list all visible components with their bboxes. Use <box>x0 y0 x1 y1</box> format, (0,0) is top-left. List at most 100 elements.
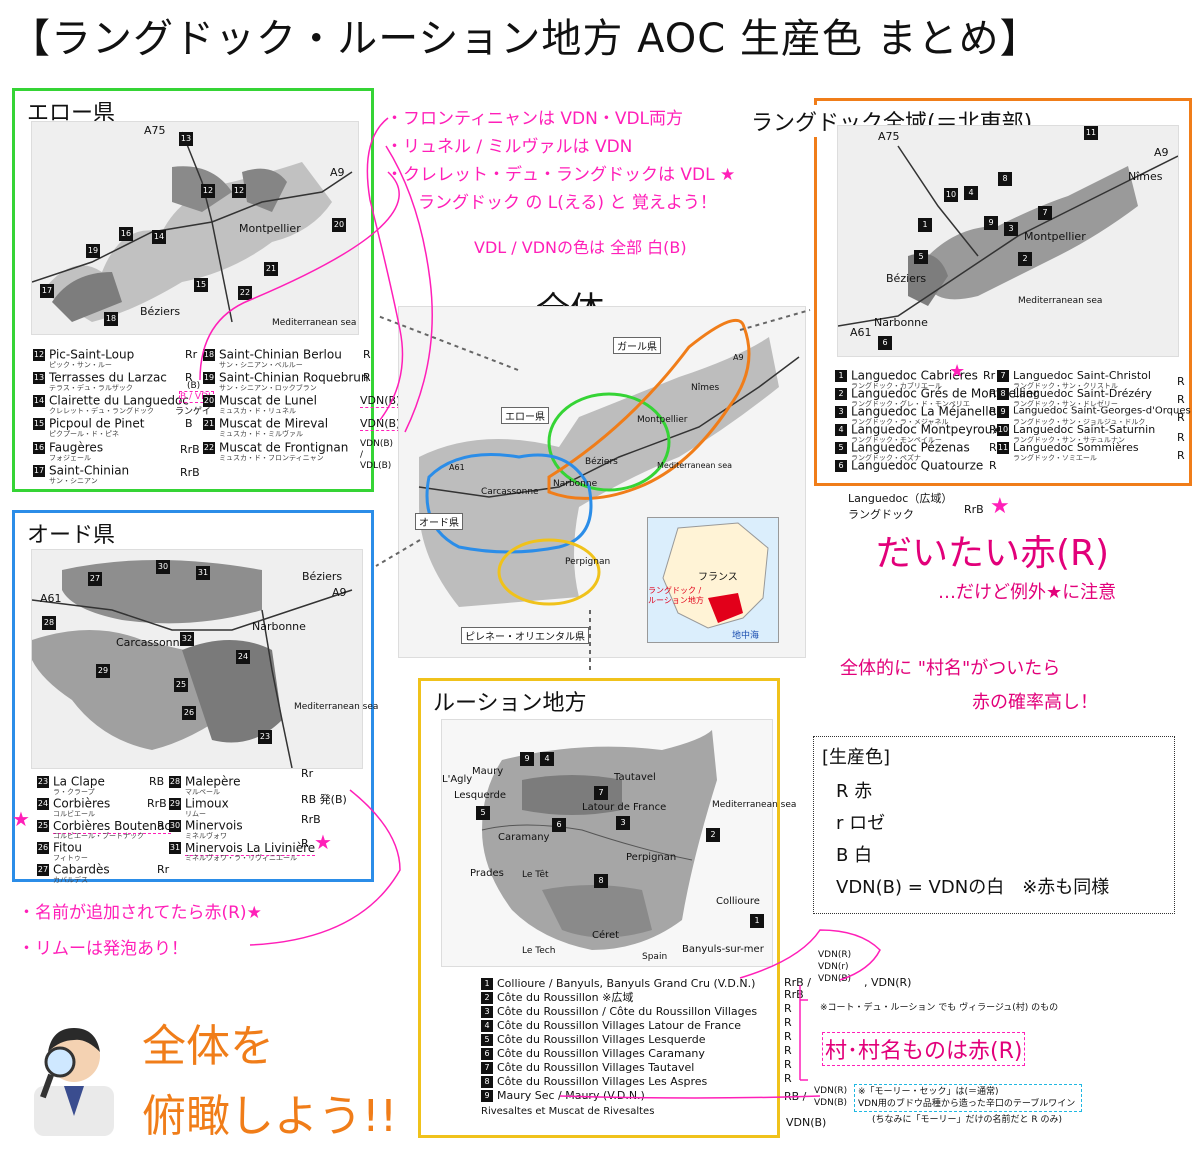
color-code: RB / <box>784 1090 807 1103</box>
note-village-1: 全体的に "村名"がついたら <box>840 658 1061 679</box>
maury-note-line: VDN用のブドウ品種から造った辛口のテーブルワイン <box>858 1099 1076 1109</box>
note-lunel: ・リュネル / ミルヴァルは VDN <box>386 137 633 157</box>
map-number: 31 <box>196 566 210 580</box>
dept-label: ピレネー・オリエンタル県 <box>461 627 589 644</box>
map-number: 28 <box>42 616 56 630</box>
color-code: R <box>989 459 997 472</box>
roussillon-panel: ルーション地方 L'Agly Maury Tautavel Lesquerde … <box>418 678 796 1138</box>
vdn-option: VDN(B) <box>818 974 852 984</box>
legend-white: B 白 <box>836 845 873 866</box>
map-number: 19 <box>86 244 100 258</box>
color-code: R <box>784 1044 792 1057</box>
road-label: A9 <box>733 353 744 362</box>
place-label: Caramany <box>498 832 550 843</box>
color-code: RrB <box>147 797 167 810</box>
place-label: Spain <box>642 952 668 962</box>
color-code: R <box>989 423 997 436</box>
aude-map: A61 A9 Béziers Narbonne Carcassonne Medi… <box>31 549 378 769</box>
legend-title: [生産色] <box>822 747 891 768</box>
dept-label: ガール県 <box>613 337 661 354</box>
map-number: 5 <box>476 806 490 820</box>
aude-title: オード県 <box>23 517 120 549</box>
place-label: Lesquerde <box>454 790 507 801</box>
center-map: ガール県 エロー県 オード県 ピレネー・オリエンタル県 Nîmes Montpe… <box>398 306 806 658</box>
map-number: 12 <box>201 184 215 198</box>
map-number: 2 <box>706 828 720 842</box>
color-code: VDN(B) / VDL(B) <box>360 439 394 471</box>
place-label: Le Tech <box>522 946 556 956</box>
color-code: Rr <box>301 767 314 780</box>
languedoc-general-kana: ラングドック <box>848 508 914 521</box>
color-code: R <box>1177 449 1185 462</box>
note-clairette: ・クレレット・デュ・ラングドックは VDL ★ <box>386 165 736 185</box>
color-code: R <box>784 1072 792 1085</box>
place-label: L'Agly <box>442 774 473 785</box>
note-vdl-color: VDL / VDNの色は 全部 白(B) <box>474 238 687 257</box>
maury-note: ※「モーリー・セック」は(＝通常) VDN用のブドウ品種から造った辛口のテーブル… <box>854 1084 1082 1112</box>
detective-illustration-icon <box>24 1016 124 1136</box>
map-number: 7 <box>1038 206 1052 220</box>
note-mostly-red: だいたい赤(R) <box>876 533 1110 574</box>
city-label: Béziers <box>140 305 181 318</box>
place-label: Latour de France <box>582 802 667 813</box>
road-label: A9 <box>330 166 345 179</box>
sea-label: Mediterranean sea <box>657 461 733 470</box>
place-label: Banyuls-sur-mer <box>682 944 764 955</box>
vdn-option: VDN(R) <box>818 950 852 960</box>
star-icon: ★ <box>990 494 1010 519</box>
color-code: R <box>784 1002 792 1015</box>
vdn-option: VDN(B) <box>814 1098 848 1108</box>
vdn-option: VDN(r) <box>818 962 849 972</box>
road-label: A75 <box>878 130 900 143</box>
map-number: 26 <box>182 706 196 720</box>
color-code: Rr <box>185 348 198 361</box>
roussillon-footer: Rivesaltes et Muscat de Rivesaltes <box>481 1106 655 1117</box>
map-number: 1 <box>918 218 932 232</box>
map-number: 6 <box>552 818 566 832</box>
city-label: Béziers <box>302 570 343 583</box>
map-number: 32 <box>180 632 194 646</box>
color-code: R <box>989 387 997 400</box>
village-red-note: 村･村名ものは赤(R) <box>822 1032 1026 1066</box>
map-number: 29 <box>96 664 110 678</box>
star-icon: ★ <box>949 361 966 382</box>
languedoc-map: A75 A9 A61 Nîmes Montpellier Béziers Nar… <box>837 125 1179 357</box>
map-number: 8 <box>998 172 1012 186</box>
herault-panel: エロー県 A75 A9 Montpellier Béziers Mediterr… <box>12 88 401 492</box>
inset-sea: 地中海 <box>732 631 760 641</box>
map-number: 10 <box>944 188 958 202</box>
color-code: RB 発(B) <box>301 793 347 806</box>
city-label: Béziers <box>886 272 927 285</box>
place-label: Perpignan <box>626 852 677 863</box>
overview-line-1: 全体を <box>142 1021 274 1072</box>
note-frontignan: ・フロンティニャンは VDN・VDL両方 <box>386 109 684 129</box>
city-label: Béziers <box>585 457 618 467</box>
map-number: 25 <box>174 678 188 692</box>
place-label: Le Têt <box>522 870 549 880</box>
color-code: VDN(B) <box>360 417 401 431</box>
city-label: Nîmes <box>1128 170 1163 183</box>
place-label: Collioure <box>716 896 760 907</box>
color-code: R <box>989 405 997 418</box>
color-code: R <box>784 1058 792 1071</box>
color-code: RrB <box>180 443 200 456</box>
color-code-extra: ランゲイ <box>175 407 211 417</box>
